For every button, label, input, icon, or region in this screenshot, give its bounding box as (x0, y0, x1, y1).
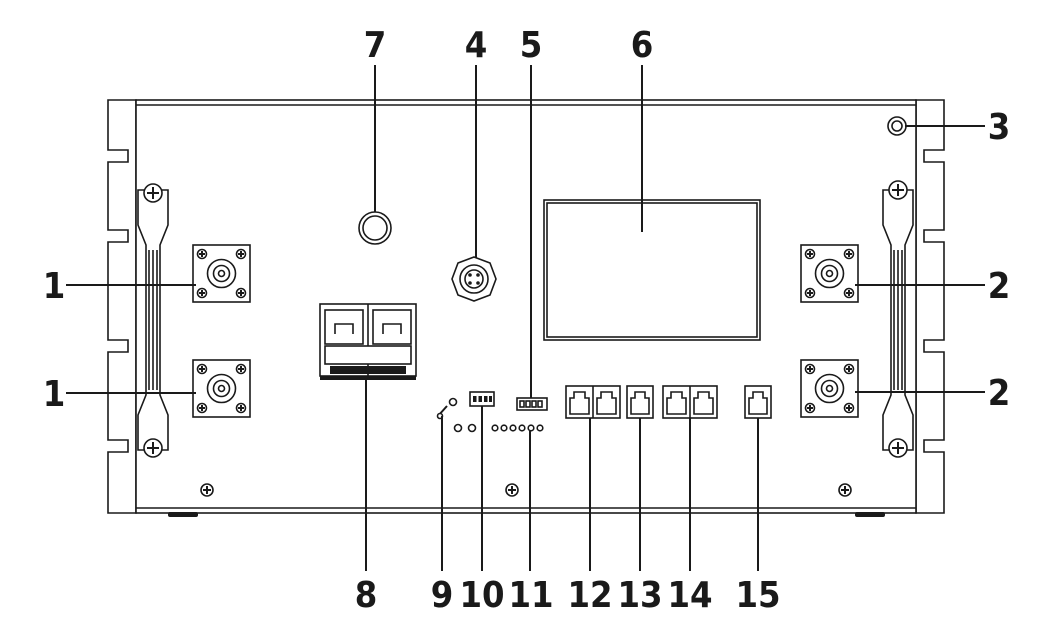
dip-switch (469, 391, 495, 407)
callout-labels: 1 1 2 2 3 4 5 6 7 8 9 10 11 12 13 14 15 (43, 25, 1011, 616)
callout-11: 11 (508, 575, 553, 616)
callout-1b: 1 (43, 374, 66, 415)
dual-rj45-port-right (662, 385, 718, 419)
terminal-right-top (800, 244, 859, 303)
callout-5: 5 (520, 25, 543, 66)
bottom-screws (200, 483, 852, 497)
chassis (135, 99, 917, 517)
callout-12: 12 (567, 575, 612, 616)
round-connector (451, 256, 497, 302)
terminal-left-bottom (192, 359, 251, 418)
terminal-left-top (192, 244, 251, 303)
dual-rj45-port-left (565, 385, 621, 419)
left-mounting-ear (107, 99, 137, 514)
callout-2a: 2 (988, 266, 1011, 307)
power-button (358, 211, 392, 245)
display-screen (543, 199, 761, 341)
callout-10: 10 (459, 575, 504, 616)
callout-13: 13 (617, 575, 662, 616)
leader-lines (66, 65, 985, 571)
left-handle (137, 183, 169, 458)
right-handle (882, 180, 914, 458)
single-rj-port-15 (744, 385, 772, 419)
callout-8: 8 (355, 575, 378, 616)
callout-1a: 1 (43, 266, 66, 307)
led-indicators (491, 424, 544, 432)
right-mounting-ear (915, 99, 945, 514)
reset-pin (436, 397, 477, 433)
callout-3: 3 (988, 107, 1011, 148)
terminal-right-bottom (800, 359, 859, 418)
callout-14: 14 (667, 575, 712, 616)
callout-7: 7 (364, 25, 387, 66)
callout-4: 4 (465, 25, 488, 66)
single-rj-port-13 (626, 385, 654, 419)
circuit-breaker (319, 303, 417, 380)
callout-2b: 2 (988, 373, 1011, 414)
callout-9: 9 (431, 575, 454, 616)
callout-15: 15 (735, 575, 780, 616)
dry-contact-port (516, 397, 548, 411)
callout-6: 6 (631, 25, 654, 66)
ground-point-icon (887, 116, 907, 136)
